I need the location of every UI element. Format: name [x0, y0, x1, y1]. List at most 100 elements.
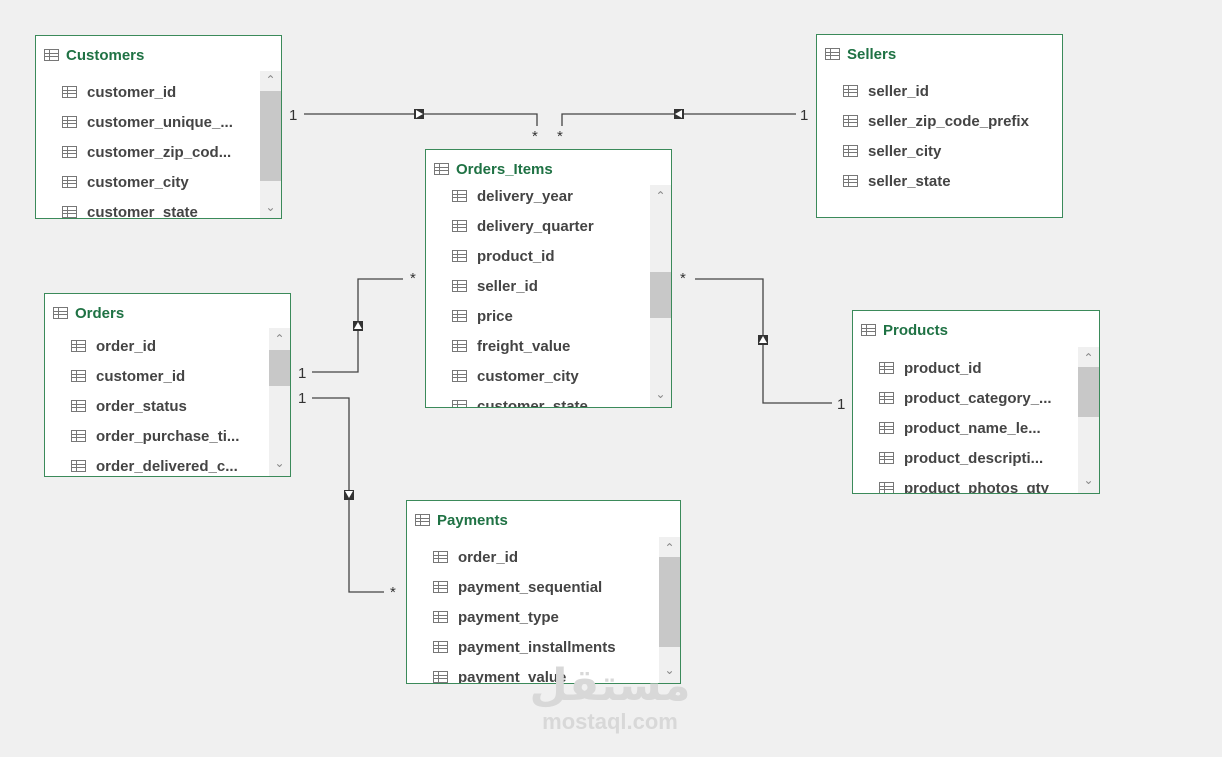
table-orders-items[interactable]: Orders_Items delivery_year delivery_quar… [425, 149, 672, 408]
field-row[interactable]: payment_installments [407, 632, 680, 662]
table-orders[interactable]: Orders order_id customer_id order_status… [44, 293, 291, 477]
field-row[interactable]: seller_state [817, 166, 1062, 196]
scrollbar-thumb[interactable] [260, 91, 281, 181]
field-icon [452, 280, 467, 292]
chevron-down-icon[interactable]: ⌄ [265, 200, 276, 214]
field-row[interactable]: customer_city [426, 361, 671, 391]
table-header[interactable]: Orders_Items [426, 150, 671, 188]
table-icon [53, 307, 68, 319]
field-name: product_descripti... [904, 449, 1044, 467]
table-customers[interactable]: Customers customer_id customer_unique_..… [35, 35, 282, 219]
field-name: product_photos_qty [904, 479, 1049, 494]
chevron-up-icon[interactable]: ⌃ [274, 332, 285, 346]
rel-sellers-orders-items [561, 113, 796, 126]
cardinality-one: 1 [289, 107, 298, 124]
field-icon [879, 482, 894, 493]
scrollbar-thumb[interactable] [1078, 367, 1099, 417]
field-row[interactable]: product_photos_qty [853, 473, 1099, 493]
field-row[interactable]: customer_unique_... [36, 107, 281, 137]
field-row[interactable]: seller_city [817, 136, 1062, 166]
field-row[interactable]: product_name_le... [853, 413, 1099, 443]
field-row[interactable]: order_purchase_ti... [45, 421, 290, 451]
table-header[interactable]: Sellers [817, 35, 1062, 73]
table-header[interactable]: Customers [36, 36, 281, 74]
scrollbar[interactable]: ⌃ ⌄ [650, 185, 671, 407]
field-row[interactable]: customer_id [45, 361, 290, 391]
table-icon [434, 163, 449, 175]
field-row[interactable]: seller_id [426, 271, 671, 301]
field-name: customer_state [87, 203, 198, 219]
field-row[interactable]: price [426, 301, 671, 331]
chevron-up-icon[interactable]: ⌃ [265, 73, 276, 87]
field-row[interactable]: order_id [45, 331, 290, 361]
field-row[interactable]: order_delivered_c... [45, 451, 290, 476]
field-row[interactable]: order_id [407, 542, 680, 572]
field-icon [452, 340, 467, 352]
scrollbar[interactable]: ⌃ ⌄ [260, 71, 281, 218]
watermark: مستقل mostaql.com [510, 663, 710, 735]
scrollbar-thumb[interactable] [659, 557, 680, 647]
cardinality-many: * [390, 584, 396, 601]
field-row[interactable]: product_category_... [853, 383, 1099, 413]
field-row[interactable]: freight_value [426, 331, 671, 361]
scrollbar[interactable]: ⌃ ⌄ [659, 537, 680, 683]
filter-arrow-icon [758, 335, 768, 345]
field-row[interactable]: customer_state [36, 197, 281, 218]
filter-arrow-icon [353, 321, 363, 331]
filter-arrow-icon [344, 490, 354, 500]
field-icon [843, 115, 858, 127]
field-row[interactable]: customer_state [426, 391, 671, 407]
field-row[interactable]: delivery_year [426, 181, 671, 211]
field-name: customer_id [87, 83, 177, 101]
field-name: payment_value [458, 668, 567, 684]
field-name: price [477, 307, 513, 325]
field-row[interactable]: payment_sequential [407, 572, 680, 602]
field-name: customer_zip_cod... [87, 143, 232, 161]
table-payments[interactable]: Payments order_id payment_sequential pay… [406, 500, 681, 684]
field-name: customer_city [477, 367, 579, 385]
field-row[interactable]: delivery_quarter [426, 211, 671, 241]
field-row[interactable]: payment_value [407, 662, 680, 683]
field-row[interactable]: product_descripti... [853, 443, 1099, 473]
field-row[interactable]: product_id [853, 353, 1099, 383]
field-row[interactable]: customer_id [36, 77, 281, 107]
field-name: order_status [96, 397, 187, 415]
chevron-down-icon[interactable]: ⌄ [655, 387, 666, 401]
table-products[interactable]: Products product_id product_category_...… [852, 310, 1100, 494]
chevron-up-icon[interactable]: ⌃ [1083, 351, 1094, 365]
chevron-up-icon[interactable]: ⌃ [664, 541, 675, 555]
field-row[interactable]: customer_city [36, 167, 281, 197]
field-icon [879, 392, 894, 404]
table-title: Orders_Items [456, 160, 553, 178]
field-row[interactable]: payment_type [407, 602, 680, 632]
scrollbar-thumb[interactable] [650, 272, 671, 318]
field-row[interactable]: order_status [45, 391, 290, 421]
chevron-down-icon[interactable]: ⌄ [1083, 473, 1094, 487]
field-icon [843, 85, 858, 97]
scrollbar[interactable]: ⌃ ⌄ [269, 328, 290, 476]
chevron-down-icon[interactable]: ⌄ [664, 663, 675, 677]
cardinality-one: 1 [298, 365, 307, 382]
field-icon [433, 551, 448, 563]
table-title: Products [883, 321, 949, 339]
field-row[interactable]: seller_id [817, 76, 1062, 106]
field-icon [71, 370, 86, 382]
cardinality-one: 1 [837, 396, 846, 413]
table-sellers[interactable]: Sellers seller_id seller_zip_code_prefix… [816, 34, 1063, 218]
field-icon [62, 86, 77, 98]
cardinality-many: * [532, 128, 538, 145]
field-row[interactable]: product_id [426, 241, 671, 271]
field-row[interactable]: seller_zip_code_prefix [817, 106, 1062, 136]
table-header[interactable]: Payments [407, 501, 680, 539]
table-header[interactable]: Orders [45, 294, 290, 332]
field-name: customer_unique_... [87, 113, 233, 131]
table-header[interactable]: Products [853, 311, 1099, 349]
scrollbar[interactable]: ⌃ ⌄ [1078, 347, 1099, 493]
field-icon [62, 176, 77, 188]
scrollbar-thumb[interactable] [269, 350, 290, 386]
cardinality-many: * [557, 128, 563, 145]
field-icon [452, 190, 467, 202]
chevron-up-icon[interactable]: ⌃ [655, 189, 666, 203]
field-row[interactable]: customer_zip_cod... [36, 137, 281, 167]
chevron-down-icon[interactable]: ⌄ [274, 456, 285, 470]
